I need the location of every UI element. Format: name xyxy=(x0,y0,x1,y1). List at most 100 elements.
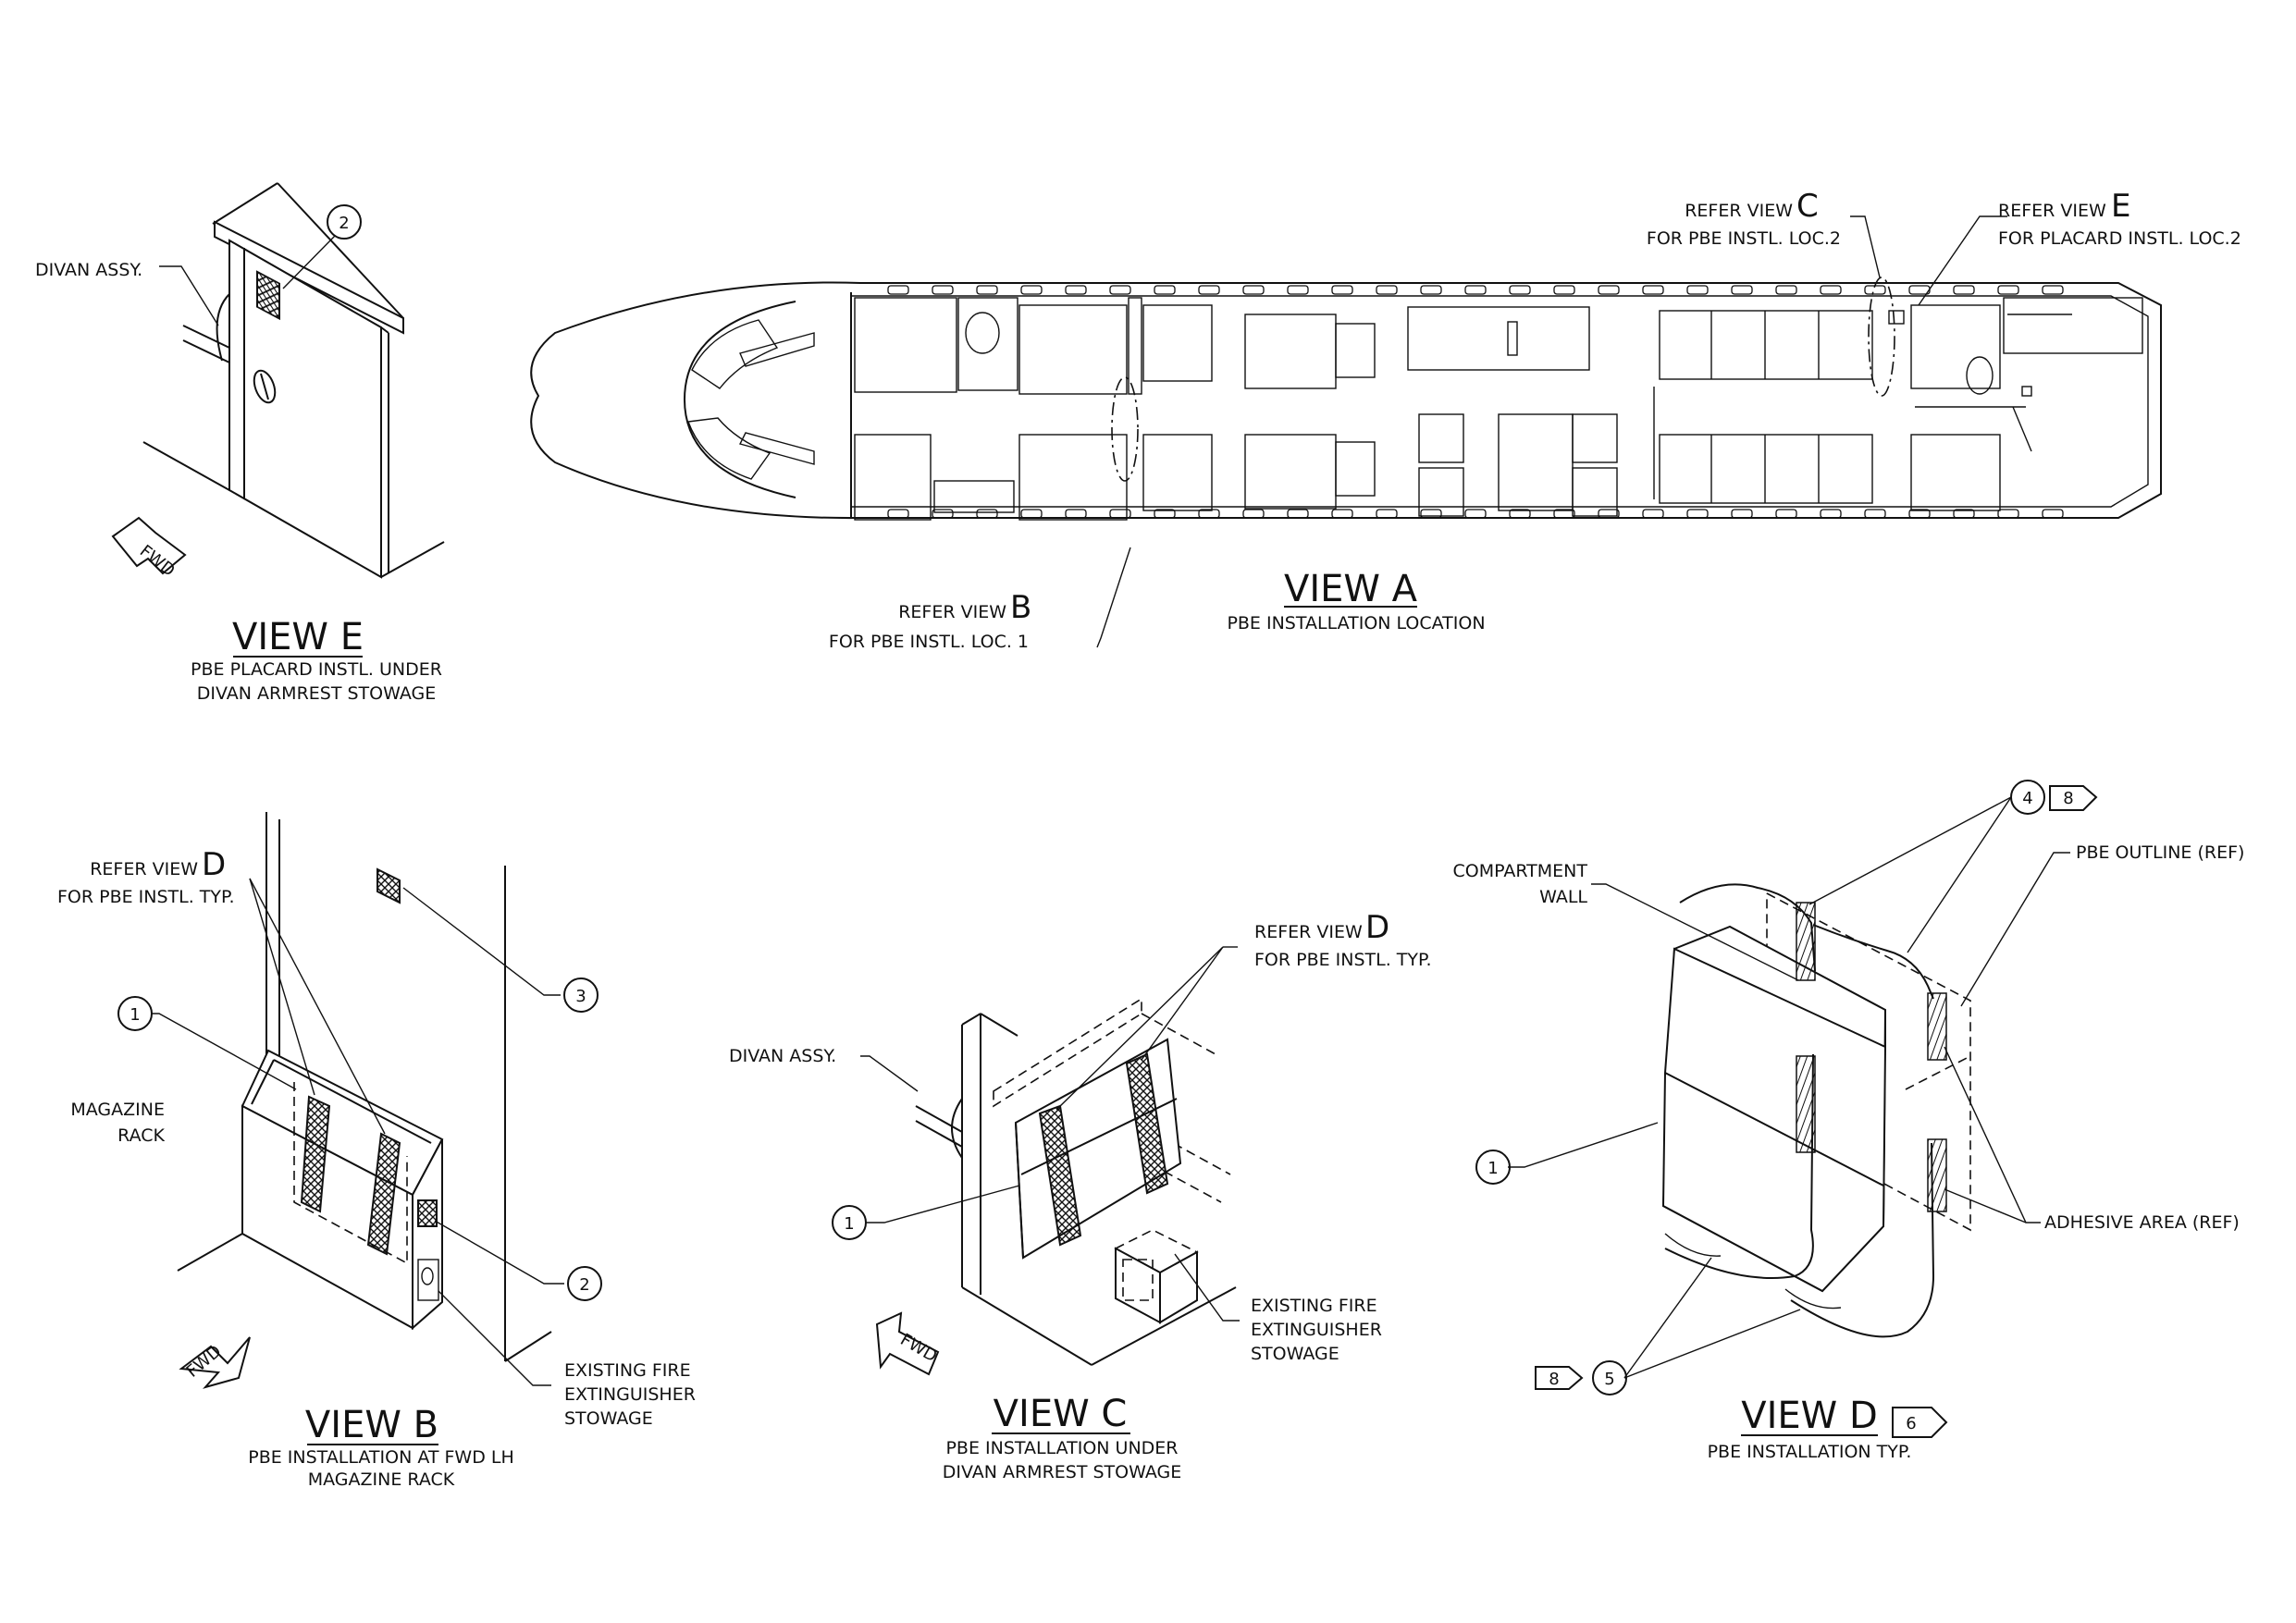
view-b-fwd-arrow: FWD xyxy=(179,1336,251,1389)
fuselage-window xyxy=(1376,285,1398,295)
view-c-group: 1 REFER VIEW D FOR PBE INSTL. TYP. DIVAN… xyxy=(729,909,1432,1482)
fuselage-window xyxy=(976,285,998,295)
view-d-flag-4-label: 8 xyxy=(2063,789,2073,808)
view-d-flag-5 xyxy=(1535,1366,1584,1390)
fuselage-window xyxy=(1020,509,1043,519)
fuselage-window xyxy=(1553,509,1575,519)
fuselage-window xyxy=(1775,285,1797,295)
view-b-callout-2-label: 2 xyxy=(579,1275,589,1295)
view-d-title: VIEW D xyxy=(1741,1395,1878,1437)
view-d-outline-label: PBE OUTLINE (REF) xyxy=(2076,842,2244,863)
view-e-drawing xyxy=(142,182,445,579)
view-c-title: VIEW C xyxy=(994,1393,1128,1435)
fuselage-window xyxy=(1198,509,1220,519)
view-a-subtitle: PBE INSTALLATION LOCATION xyxy=(1227,613,1485,633)
fuselage-plan xyxy=(530,277,2162,521)
fuselage-window xyxy=(1420,285,1442,295)
view-b-refer-prefix: REFER VIEW xyxy=(90,859,198,879)
fuselage-window xyxy=(2042,509,2064,519)
view-b-callout-1 xyxy=(117,996,153,1031)
fuselage-window xyxy=(1686,285,1709,295)
fuselage-window xyxy=(1642,509,1664,519)
view-a-group: REFER VIEW B FOR PBE INSTL. LOC. 1 REFER… xyxy=(530,188,2241,652)
fuselage-window xyxy=(1287,509,1309,519)
view-d-group: 4 8 1 5 8 COMPARTMENT WALL PBE OUTLINE (… xyxy=(1453,780,2244,1462)
view-e-fwd-arrow: FWD xyxy=(111,516,187,581)
loc2-marker xyxy=(1868,277,1895,397)
refer-view-c-prefix: REFER VIEW xyxy=(1685,201,1793,221)
view-e-callout-2 xyxy=(327,204,362,240)
view-b-ext-3: STOWAGE xyxy=(564,1408,653,1429)
view-c-callout-1 xyxy=(832,1205,867,1240)
view-b-refer-letter: D xyxy=(202,846,226,883)
view-c-subtitle-1: PBE INSTALLATION UNDER xyxy=(945,1438,1178,1458)
view-b-ext-1: EXISTING FIRE xyxy=(564,1360,691,1381)
fuselage-window xyxy=(1731,285,1753,295)
refer-view-e-prefix: REFER VIEW xyxy=(1998,201,2106,221)
view-b-callout-3-label: 3 xyxy=(575,987,586,1006)
fuselage-window xyxy=(1154,509,1176,519)
fuselage-window xyxy=(1242,509,1265,519)
fuselage-window xyxy=(1242,285,1265,295)
view-b-title: VIEW B xyxy=(305,1404,438,1446)
refer-view-c-letter: C xyxy=(1796,188,1819,225)
fuselage-window xyxy=(1775,509,1797,519)
view-b-subtitle-1: PBE INSTALLATION AT FWD LH xyxy=(248,1447,514,1468)
loc1-marker xyxy=(1111,376,1139,482)
fuselage-window xyxy=(1464,285,1487,295)
view-c-ext-1: EXISTING FIRE xyxy=(1251,1296,1377,1316)
view-d-flag-4 xyxy=(2049,785,2098,811)
view-e-subtitle-1: PBE PLACARD INSTL. UNDER xyxy=(191,659,442,680)
view-d-adhesive-label: ADHESIVE AREA (REF) xyxy=(2044,1212,2240,1233)
view-c-subtitle-2: DIVAN ARMREST STOWAGE xyxy=(943,1462,1182,1482)
fuselage-window xyxy=(1020,285,1043,295)
fuselage-window xyxy=(1376,509,1398,519)
window-markers xyxy=(879,282,2064,519)
view-e-group: 2 DIVAN ASSY. FWD VIEW E PBE PLACARD INS… xyxy=(35,182,445,704)
view-d-callout-5 xyxy=(1592,1360,1627,1396)
fuselage-window xyxy=(1953,285,1975,295)
fuselage-window xyxy=(1287,285,1309,295)
view-b-callout-2 xyxy=(567,1266,602,1301)
fuselage-window xyxy=(887,509,909,519)
fuselage-window xyxy=(1154,285,1176,295)
fuselage-window xyxy=(932,285,954,295)
fuselage-window xyxy=(1908,509,1931,519)
fuselage-window xyxy=(1820,285,1842,295)
view-d-title-flag-label: 6 xyxy=(1906,1414,1916,1433)
fuselage-window xyxy=(2042,285,2064,295)
view-d-subtitle: PBE INSTALLATION TYP. xyxy=(1708,1442,1912,1462)
view-b-group: 1 3 2 REFER VIEW D FOR PBE INSTL. TYP. M… xyxy=(57,812,696,1490)
view-c-refer-prefix: REFER VIEW xyxy=(1254,922,1363,942)
view-d-callout-1 xyxy=(1475,1150,1511,1185)
fuselage-window xyxy=(1509,285,1531,295)
fuselage-window xyxy=(1598,285,1620,295)
view-c-callout-1-label: 1 xyxy=(844,1214,854,1234)
fuselage-window xyxy=(1420,509,1442,519)
fuselage-window xyxy=(1331,509,1353,519)
refer-view-b-for: FOR PBE INSTL. LOC. 1 xyxy=(829,632,1029,652)
fuselage-window xyxy=(1598,509,1620,519)
view-b-magazine-1: MAGAZINE xyxy=(70,1100,165,1120)
fuselage-window xyxy=(1509,509,1531,519)
refer-view-e-for: FOR PLACARD INSTL. LOC.2 xyxy=(1998,228,2241,249)
refer-view-e-letter: E xyxy=(2111,188,2130,225)
fuselage-window xyxy=(976,509,998,519)
refer-view-b-letter: B xyxy=(1010,589,1031,626)
fuselage-window xyxy=(932,509,954,519)
view-d-title-flag xyxy=(1892,1407,1948,1438)
view-c-divan-label: DIVAN ASSY. xyxy=(729,1046,836,1066)
view-b-refer-for: FOR PBE INSTL. TYP. xyxy=(57,887,235,907)
fuselage-window xyxy=(1864,509,1886,519)
view-a-title: VIEW A xyxy=(1284,568,1418,610)
fuselage-window xyxy=(1686,509,1709,519)
view-c-ext-3: STOWAGE xyxy=(1251,1344,1339,1364)
view-d-callout-5-label: 5 xyxy=(1604,1370,1614,1389)
view-d-callout-1-label: 1 xyxy=(1487,1159,1498,1178)
view-b-subtitle-2: MAGAZINE RACK xyxy=(308,1469,455,1490)
fuselage-window xyxy=(1953,509,1975,519)
view-e-subtitle-2: DIVAN ARMREST STOWAGE xyxy=(197,683,437,704)
refer-view-b-prefix: REFER VIEW xyxy=(898,602,1006,622)
fuselage-window xyxy=(1065,285,1087,295)
